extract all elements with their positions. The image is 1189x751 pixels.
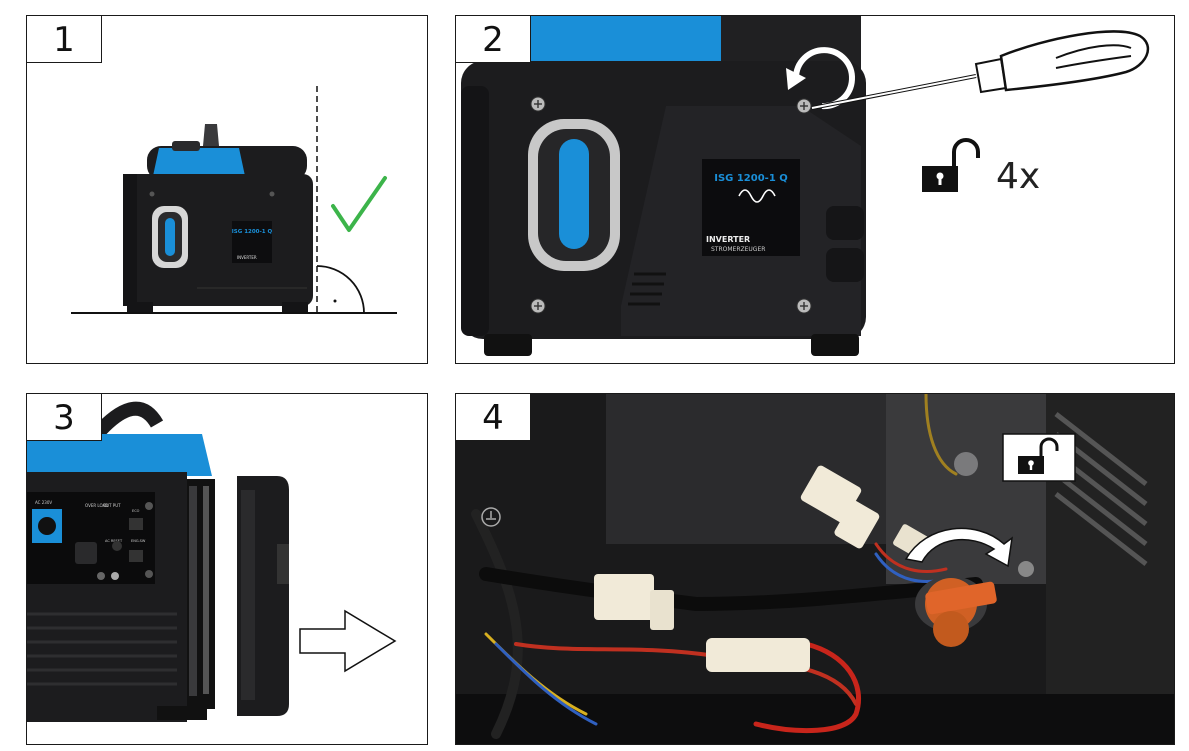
generator-front-view: AC 230V OVER LOAD OUT PUT AC RESET ECO E… bbox=[27, 401, 227, 722]
arrow-right-icon bbox=[299, 609, 397, 673]
model-label: ISG 1200-1 Q bbox=[714, 173, 788, 184]
eco-label: ECO bbox=[132, 509, 140, 513]
unlock-icon bbox=[922, 138, 980, 192]
reset-label: AC RESET bbox=[105, 539, 123, 543]
step-1-number: 1 bbox=[27, 16, 102, 63]
step-3-panel: 3 AC 230V OVER LOAD OUT PUT AC RESET ECO… bbox=[26, 393, 428, 745]
repeat-count-label: 4x bbox=[996, 156, 1040, 197]
brand-label-small: INVERTER bbox=[237, 255, 257, 260]
screwdriver-icon bbox=[811, 30, 1150, 110]
side-cover-panel bbox=[215, 476, 289, 716]
model-label-small: ISG 1200-1 Q bbox=[232, 229, 273, 235]
step-4-panel: 4 bbox=[455, 393, 1175, 745]
rotate-arrow-icon bbox=[904, 527, 1013, 568]
brand-sublabel: STROMERZEUGER bbox=[711, 246, 765, 253]
socket-label: AC 230V bbox=[35, 500, 52, 505]
step-1-panel: 1 ISG 1200-1 Q INVERTER bbox=[26, 15, 428, 364]
generator-side-view: ISG 1200-1 Q INVERTER bbox=[123, 124, 313, 312]
right-angle-arc bbox=[316, 265, 365, 314]
step-4-number: 4 bbox=[456, 394, 531, 441]
fuel-valve-knob bbox=[915, 561, 1034, 647]
step-1-illustration: ISG 1200-1 Q INVERTER bbox=[71, 86, 397, 314]
step-2-panel: 2 ISG 1200-1 Q INVERTER STROMERZEUGER bbox=[455, 15, 1175, 364]
step-2-illustration: ISG 1200-1 Q INVERTER STROMERZEUGER bbox=[461, 16, 1150, 356]
step-2-number: 2 bbox=[456, 16, 531, 63]
engine-switch-label: ENG.SW bbox=[131, 539, 146, 543]
step-4-illustration bbox=[456, 394, 1174, 744]
step-3-number: 3 bbox=[27, 394, 102, 441]
step-3-illustration: AC 230V OVER LOAD OUT PUT AC RESET ECO E… bbox=[27, 401, 397, 722]
overload-label: OVER LOAD bbox=[85, 503, 108, 508]
output-label: OUT PUT bbox=[103, 503, 121, 508]
unlock-icon bbox=[1002, 433, 1076, 482]
check-icon bbox=[331, 176, 387, 232]
brand-label: INVERTER bbox=[706, 235, 750, 244]
generator-closeup: ISG 1200-1 Q INVERTER STROMERZEUGER bbox=[461, 16, 866, 356]
